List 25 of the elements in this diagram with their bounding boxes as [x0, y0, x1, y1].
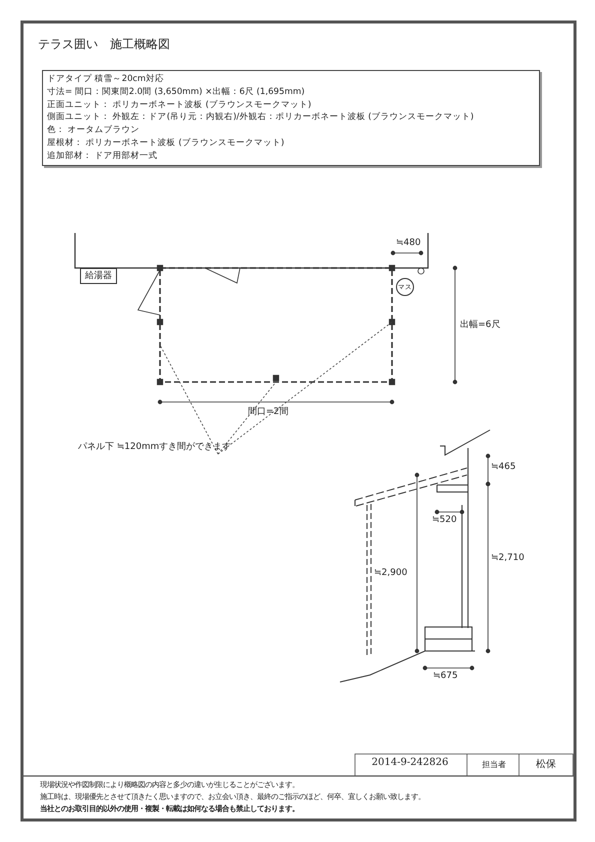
dimension-label: 間口=2間: [248, 406, 288, 418]
spec-line: 正面ユニット： ポリカーボネート波板 (ブラウンスモークマット): [47, 98, 312, 112]
spec-line: 屋根材： ポリカーボネート波板 (ブラウンスモークマット): [47, 136, 286, 150]
dimension-label: ≒2,710: [491, 553, 524, 563]
dimension-label: ≒675: [433, 671, 458, 681]
dimension-label: ≒480: [396, 238, 421, 248]
leader-line: [218, 382, 276, 454]
gap-note: パネル下 ≒120mmすき間ができます: [78, 440, 232, 454]
spec-box: [42, 70, 540, 166]
leader-line: [160, 344, 218, 454]
dimension-label: ≒520: [432, 515, 457, 525]
staff-name: 松保: [535, 758, 557, 771]
title: テラス囲い 施工概略図: [38, 36, 170, 53]
spec-line: 追加部材： ドア用部材一式: [47, 150, 159, 163]
water-heater-label: 給湯器: [80, 268, 117, 284]
dimension-label: ≒2,900: [374, 568, 408, 578]
spec-line: 側面ユニット： 外観左：ドア(吊り元：内観右)/外観右：ポリカーボネート波板 (ブラウンスモークマット): [47, 111, 475, 124]
dimension-label: ≒465: [491, 462, 516, 472]
spec-line: 寸法= 間口：関東間2.0間 (3,650mm) ×出幅：6尺 (1,695mm): [47, 86, 306, 99]
spec-line: ドアタイプ 積雪～20cm対応: [47, 73, 165, 86]
staff-header: 担当者: [481, 759, 507, 770]
dimension-label: 出幅=6尺: [460, 318, 500, 331]
leader-line: [218, 322, 392, 454]
drawing-number: 2014-9-242826: [370, 757, 450, 768]
spec-line: 色： オータムブラウン: [47, 124, 141, 137]
